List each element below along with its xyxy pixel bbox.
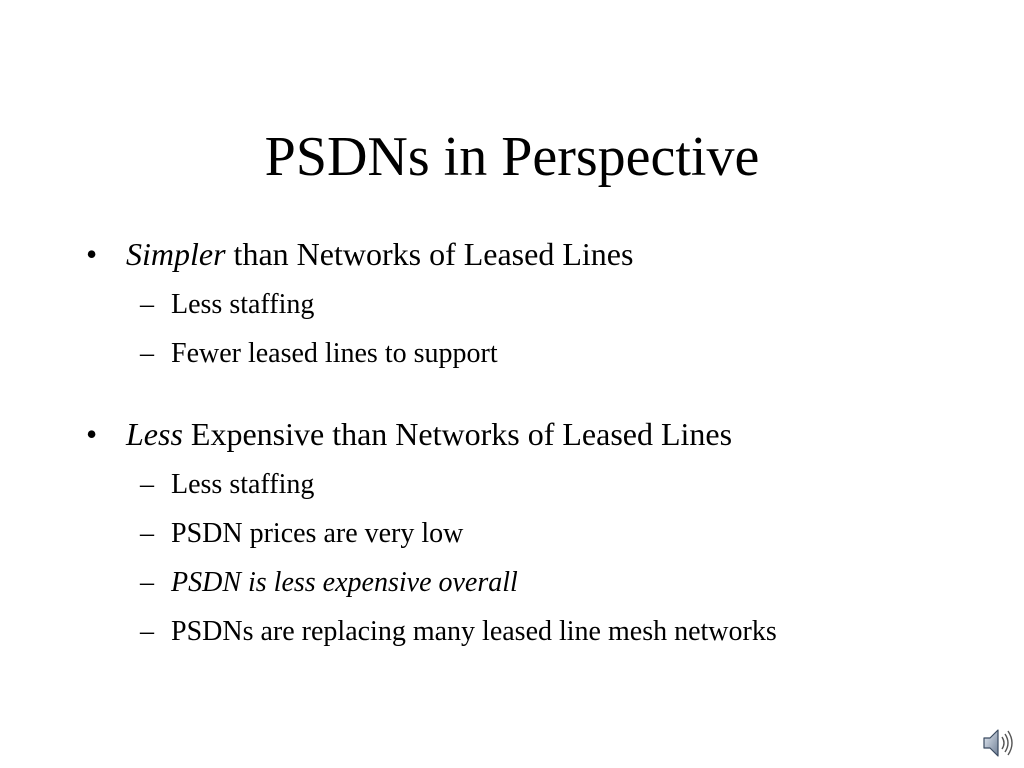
sub-bullet-prices-low: –PSDN prices are very low — [140, 517, 463, 551]
sub-bullet-replacing-mesh: –PSDNs are replacing many leased line me… — [140, 615, 777, 649]
speaker-icon-graphic — [983, 729, 1013, 757]
dash-marker: – — [140, 616, 154, 647]
sub-bullet-text: Less staffing — [171, 289, 315, 320]
sub-bullet-text: PSDN is less expensive overall — [171, 567, 518, 598]
bullet-emphasis: Less — [126, 416, 183, 452]
bullet-marker: • — [86, 236, 98, 272]
sub-bullet-less-expensive-overall: –PSDN is less expensive overall — [140, 566, 518, 600]
speaker-icon[interactable] — [980, 725, 1016, 761]
dash-marker: – — [140, 567, 154, 598]
bullet-less-expensive: • Less Expensive than Networks of Leased … — [86, 414, 732, 454]
sub-bullet-less-staffing-1: –Less staffing — [140, 288, 314, 322]
dash-marker: – — [140, 518, 154, 549]
sub-bullet-text: Fewer leased lines to support — [171, 338, 498, 369]
bullet-emphasis: Simpler — [126, 236, 226, 272]
sub-bullet-text: Less staffing — [171, 469, 315, 500]
dash-marker: – — [140, 338, 154, 369]
bullet-simpler: • Simpler than Networks of Leased Lines — [86, 234, 633, 274]
sub-bullet-less-staffing-2: –Less staffing — [140, 468, 314, 502]
slide-title: PSDNs in Perspective — [264, 126, 760, 188]
bullet-marker: • — [86, 416, 98, 452]
dash-marker: – — [140, 469, 154, 500]
sub-bullet-fewer-lines: –Fewer leased lines to support — [140, 337, 498, 371]
dash-marker: – — [140, 289, 154, 320]
sub-bullet-text: PSDNs are replacing many leased line mes… — [171, 616, 777, 647]
sub-bullet-text: PSDN prices are very low — [171, 518, 464, 549]
bullet-text: than Networks of Leased Lines — [225, 236, 634, 272]
bullet-text: Expensive than Networks of Leased Lines — [182, 416, 733, 452]
